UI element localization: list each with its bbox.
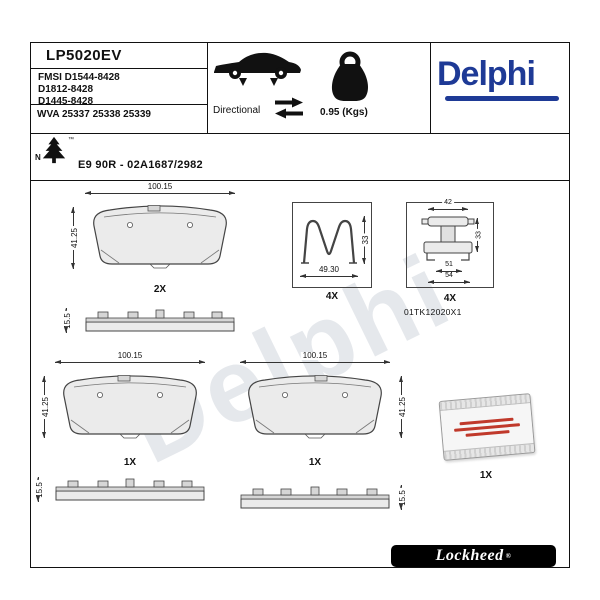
divider-under-part-number — [30, 68, 207, 69]
fitting-kit-ref: 01TK12020X1 — [404, 307, 462, 317]
spring-clip-drawing — [300, 211, 358, 267]
dim-clip-width-label: 49.30 — [316, 265, 342, 274]
eco-trademark: ™ — [68, 137, 74, 143]
dim-clip-height-label: 33 — [360, 233, 370, 247]
pad-left-qty: 1X — [123, 457, 137, 468]
dim-pad-left-height: 41.25 — [41, 376, 50, 438]
pad-set-qty: 2X — [153, 284, 167, 295]
fmsi-ref-3: D1445-8428 — [38, 96, 94, 107]
fitting-kit-qty: 4X — [443, 293, 457, 304]
part-number: LP5020EV — [46, 47, 122, 64]
dim-pad-right-width: 100.15 — [240, 352, 390, 364]
pine-tree-icon — [40, 136, 68, 164]
dim-pad-left-width-label: 100.15 — [115, 351, 145, 360]
dim-pad-left-thickness-label: 15.5 — [34, 479, 44, 500]
fmsi-ref-1: FMSI D1544-8428 — [38, 72, 120, 83]
dim-pad-right-width-label: 100.15 — [300, 351, 330, 360]
sachet-print-line — [465, 429, 510, 437]
dim-fitting-inner: 51 — [436, 261, 462, 273]
delphi-logo: Delphi — [437, 55, 536, 93]
lockheed-logo: Lockheed® — [391, 545, 556, 567]
dim-pad-set-thickness-label: 15.5 — [62, 310, 72, 331]
kettlebell-weight-icon — [327, 51, 373, 101]
dim-clip-height: 33 — [361, 216, 370, 264]
wva-ref: WVA 25337 25338 25339 — [37, 109, 151, 120]
opposing-arrows-icon — [274, 97, 304, 119]
grease-sachet-qty: 1X — [479, 470, 493, 481]
approval-number: E9 90R - 02A1687/2982 — [78, 159, 203, 171]
weight-value: 0.95 (Kgs) — [320, 107, 368, 118]
dim-pad-right-thickness: 15.5 — [398, 485, 407, 510]
divider-approval-bottom — [30, 180, 570, 181]
registered-mark: ® — [505, 552, 512, 560]
dim-fitting-inner-label: 51 — [443, 261, 455, 268]
dim-pad-set-thickness: 15.5 — [63, 308, 72, 333]
dim-pad-set-height-label: 41.25 — [69, 225, 79, 251]
pad-right-front-drawing — [239, 372, 391, 442]
divider-header-v1 — [207, 42, 208, 133]
dim-fitting-top: 42 — [428, 199, 468, 211]
dim-fitting-base-label: 54 — [443, 272, 455, 279]
pad-set-front-drawing — [84, 202, 236, 272]
dim-fitting-top-label: 42 — [442, 199, 454, 206]
dim-fitting-side-label: 33 — [475, 229, 482, 241]
pad-set-side-drawing — [84, 306, 236, 336]
pad-right-side-drawing — [239, 483, 391, 513]
spring-clip-qty: 4X — [325, 291, 339, 302]
dim-fitting-base: 54 — [428, 272, 470, 284]
fmsi-ref-2: D1812-8428 — [38, 84, 94, 95]
dim-pad-left-thickness: 15.5 — [35, 477, 44, 502]
dim-clip-width: 49.30 — [300, 266, 358, 278]
dim-pad-left-width: 100.15 — [55, 352, 205, 364]
divider-header-bottom — [30, 133, 570, 134]
divider-header-v2 — [430, 42, 431, 133]
car-silhouette-icon — [212, 48, 304, 88]
pad-left-side-drawing — [54, 475, 206, 505]
dim-pad-right-thickness-label: 15.5 — [397, 487, 407, 508]
lockheed-logo-text: Lockheed — [435, 547, 504, 564]
grease-sachet — [438, 393, 536, 461]
dim-pad-right-height: 41.25 — [398, 376, 407, 438]
dim-pad-set-height: 41.25 — [70, 207, 79, 269]
dim-pad-set-width-label: 100.15 — [145, 182, 175, 191]
dim-pad-set-width: 100.15 — [85, 183, 235, 195]
directional-label: Directional — [213, 105, 261, 116]
page-border — [30, 42, 570, 568]
dim-pad-left-height-label: 41.25 — [40, 394, 50, 420]
delphi-logo-underline — [445, 96, 559, 101]
divider-above-wva — [30, 104, 207, 105]
dim-fitting-side: 33 — [475, 218, 482, 252]
eco-letter: N — [35, 153, 41, 162]
dim-pad-right-height-label: 41.25 — [397, 394, 407, 420]
pad-right-qty: 1X — [308, 457, 322, 468]
spring-clip-box — [292, 202, 372, 288]
pad-left-front-drawing — [54, 372, 206, 442]
